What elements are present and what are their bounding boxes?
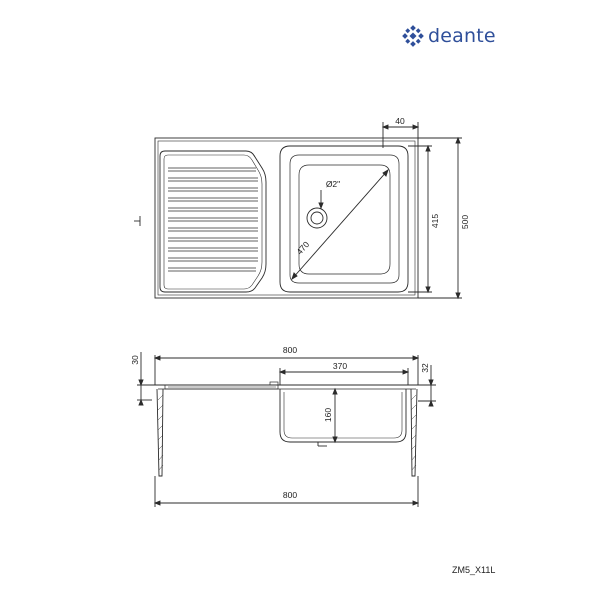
left-skirt: [156, 388, 164, 477]
dim-bowl-diagonal-label: 470: [294, 239, 311, 256]
dim-bowl-depth-label: 415: [430, 214, 440, 228]
side-view: [137, 352, 436, 507]
dim-drain-offset-label: 40: [395, 116, 405, 126]
dim-total-width-top-label: 800: [283, 345, 297, 355]
dim-drain-diameter-label: Ø2": [326, 179, 340, 189]
brand-logo: deante: [402, 24, 496, 48]
dim-total-depth-label: 500: [460, 215, 470, 229]
deante-logo-icon: [402, 25, 424, 47]
dim-rim-height-label: 30: [130, 355, 140, 365]
bowl-profile: [279, 389, 407, 443]
drain-outer: [306, 207, 328, 229]
sink-outline: [154, 137, 419, 299]
dim-rim-right-label: 32: [420, 363, 430, 373]
model-code: ZM5_X11L: [452, 565, 496, 575]
brand-name: deante: [428, 25, 496, 47]
dim-bowl-width-label: 370: [333, 361, 347, 371]
bowl-outline: [279, 145, 409, 293]
drainboard-grooves: [168, 167, 258, 272]
dim-total-width-bottom-label: 800: [283, 490, 297, 500]
top-view: [134, 122, 462, 300]
drain-inner: [310, 211, 324, 225]
drainboard-outline: [159, 150, 267, 293]
right-skirt: [410, 388, 418, 477]
dim-bowl-height-label: 160: [323, 408, 333, 422]
bowl-diagonal-line: [291, 169, 389, 280]
